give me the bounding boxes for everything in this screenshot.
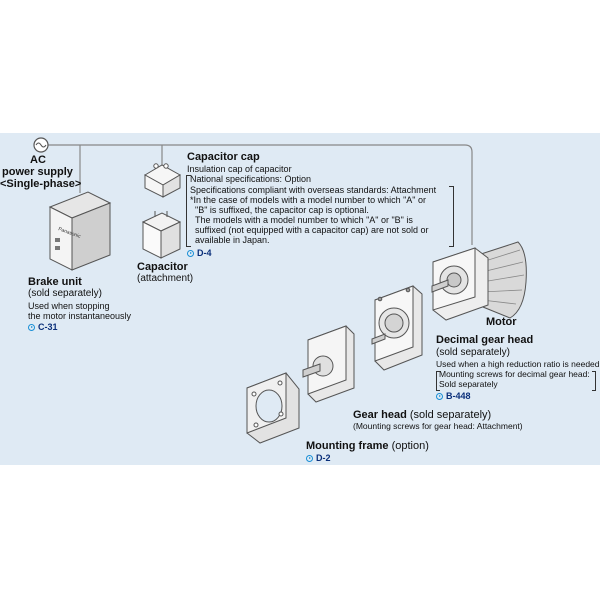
motor-icon: [431, 241, 527, 321]
capacitor-icon: [141, 211, 182, 259]
brake-unit-desc1: Used when stopping: [28, 301, 110, 311]
decimal-gear-head-bracket-right: [592, 371, 596, 391]
brake-unit-desc2: the motor instantaneously: [28, 311, 132, 321]
capacitor-cap-line8: available in Japan.: [195, 235, 270, 245]
capacitor-ref[interactable]: D-4: [187, 248, 212, 258]
mounting-frame-label: Mounting frame (option): [306, 440, 429, 453]
ac-power-supply-label: power supply: [2, 166, 73, 178]
motor-title: Motor: [486, 316, 517, 328]
capacitor-sub: (attachment): [137, 273, 194, 284]
page-ref-icon: [28, 324, 35, 331]
brake-unit-box-icon: [48, 191, 112, 271]
decimal-gear-head-desc1: Used when a high reduction ratio is need…: [436, 359, 600, 369]
decimal-gear-head-desc3: Sold separately: [439, 379, 498, 389]
mounting-frame-ref[interactable]: D-2: [306, 453, 331, 463]
mounting-frame-icon: [246, 372, 300, 444]
decimal-gear-head-ref-text: B-448: [446, 391, 471, 401]
decimal-gear-head-bracket-left: [436, 371, 440, 391]
page-ref-icon: [306, 455, 313, 462]
capacitor-cap-line3: Specifications compliant with overseas s…: [190, 185, 437, 195]
mounting-frame-ref-text: D-2: [316, 453, 331, 463]
decimal-gear-head-title: Decimal gear head: [436, 334, 534, 346]
page-ref-icon: [436, 393, 443, 400]
mounting-frame-title: Mounting frame: [306, 440, 389, 452]
decimal-gear-head-icon: [371, 285, 423, 371]
wiring-lines: [48, 144, 473, 245]
capacitor-cap-title: Capacitor cap: [187, 151, 260, 163]
capacitor-title: Capacitor: [137, 261, 188, 273]
brake-unit-title: Brake unit: [28, 276, 82, 288]
ac-symbol-icon: [33, 137, 49, 153]
ac-label: AC: [30, 154, 46, 166]
capacitor-cap-icon: [143, 163, 182, 198]
capacitor-cap-line6: The models with a model number to which …: [195, 215, 413, 225]
mounting-frame-sub: (option): [391, 440, 429, 452]
capacitor-cap-line2: National specifications: Option: [190, 174, 312, 184]
gear-head-desc: (Mounting screws for gear head: Attachme…: [353, 421, 523, 431]
capacitor-cap-line5: "B" is suffixed, the capacitor cap is op…: [195, 205, 369, 215]
gear-head-icon: [302, 325, 355, 403]
decimal-gear-head-sub: (sold separately): [436, 347, 510, 358]
capacitor-cap-bracket-left: [186, 175, 191, 247]
gear-head-title: Gear head: [353, 409, 407, 421]
brake-unit-ref-text: C-31: [38, 322, 58, 332]
capacitor-cap-line1: Insulation cap of capacitor: [187, 164, 292, 174]
capacitor-cap-line7: suffixed (not equipped with a capacitor …: [195, 225, 429, 235]
gear-head-sub: (sold separately): [409, 409, 492, 421]
capacitor-cap-line4: *In the case of models with a model numb…: [190, 195, 427, 205]
capacitor-cap-bracket-right: [449, 186, 454, 247]
brake-unit-sub: (sold separately): [28, 288, 102, 299]
page-ref-icon: [187, 250, 194, 257]
capacitor-ref-text: D-4: [197, 248, 212, 258]
decimal-gear-head-ref[interactable]: B-448: [436, 391, 471, 401]
ac-single-phase-label: <Single-phase>: [0, 178, 82, 190]
decimal-gear-head-desc2: Mounting screws for decimal gear head:: [439, 369, 590, 379]
brake-unit-ref[interactable]: C-31: [28, 322, 58, 332]
gear-head-label: Gear head (sold separately): [353, 409, 491, 422]
